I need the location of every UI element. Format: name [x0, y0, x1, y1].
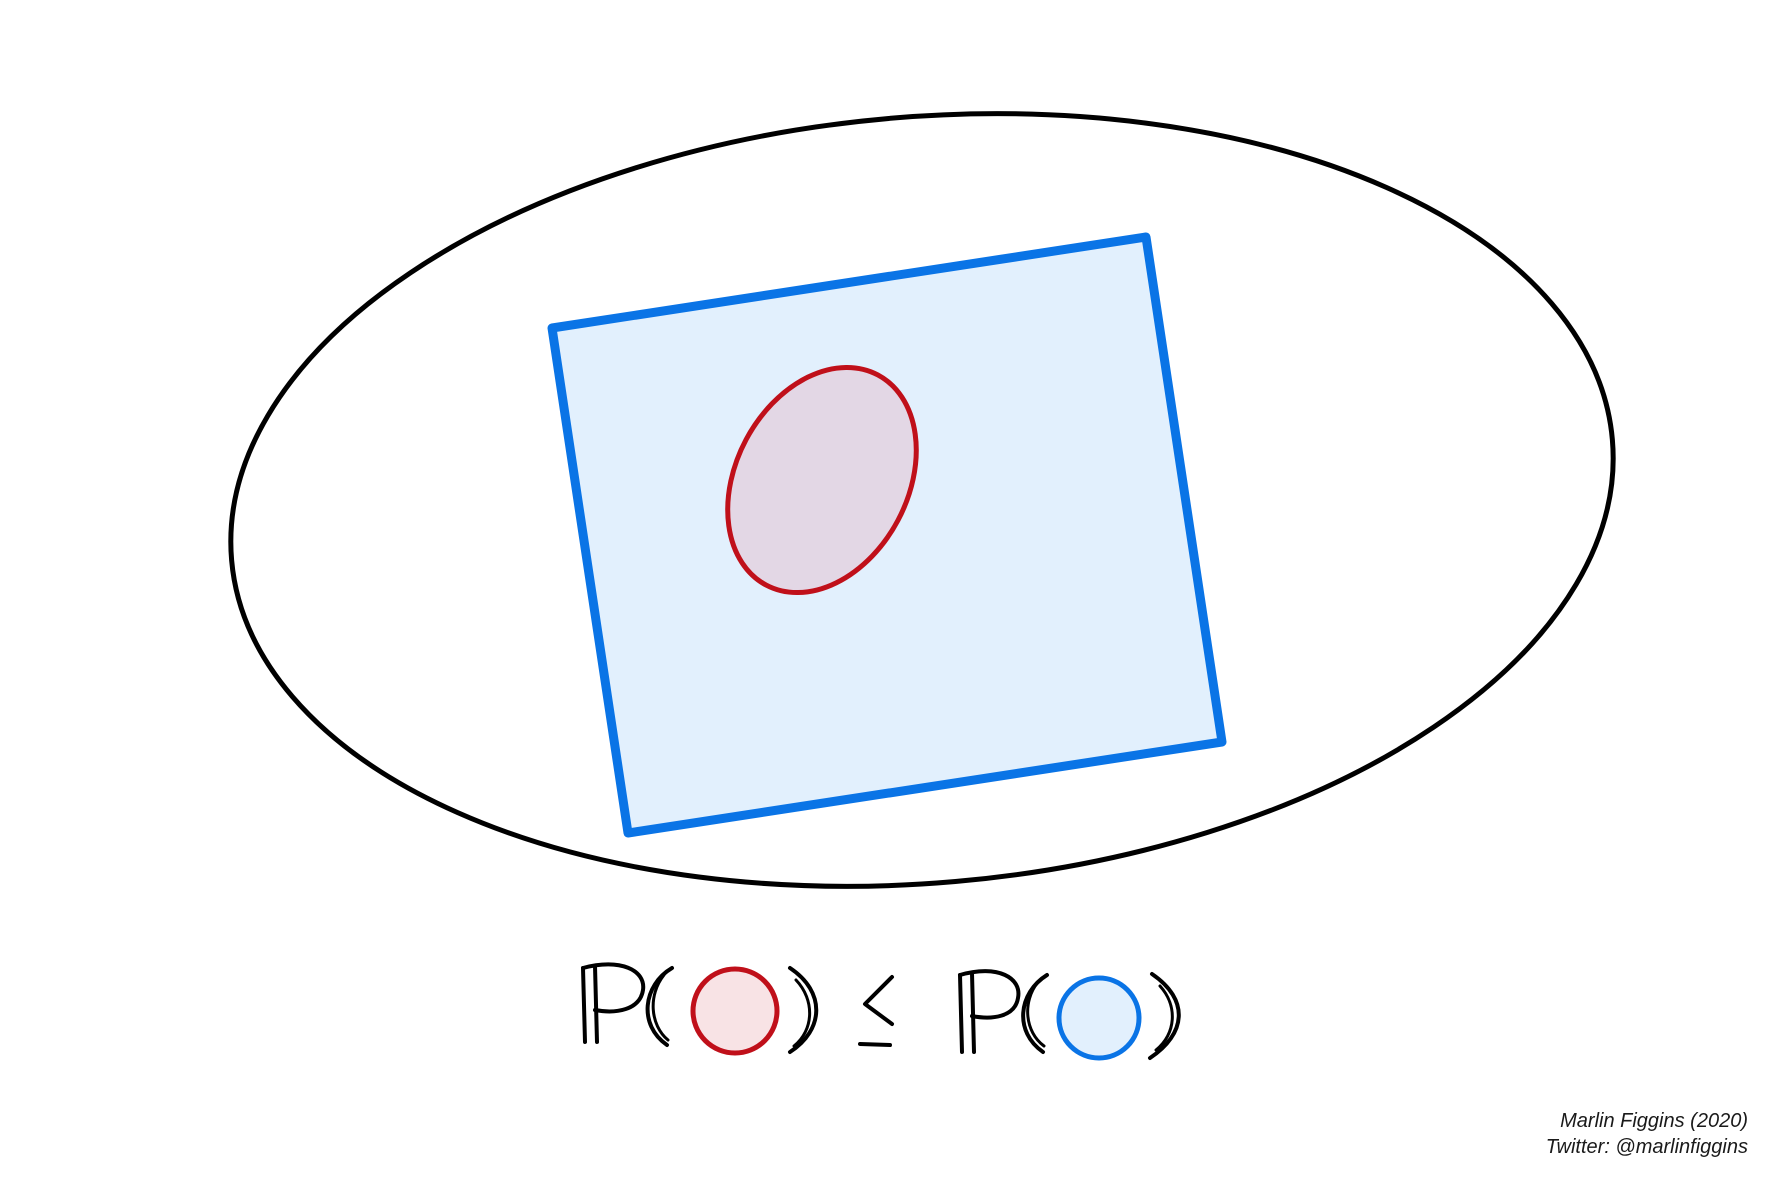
red-circle-icon [690, 966, 780, 1056]
credit-author-line: Marlin Figgins (2020) [1560, 1110, 1748, 1132]
paren-close-left-icon [788, 966, 819, 1054]
probability-symbol-right-icon [958, 969, 1021, 1054]
paren-close-right-icon [1148, 972, 1181, 1060]
probability-symbol-left-icon [581, 962, 646, 1044]
author-credit: Marlin Figgins (2020) Twitter: @marlinfi… [1546, 1108, 1748, 1160]
inequality-formula [581, 962, 1181, 1060]
sample-space-ellipse [228, 111, 1616, 889]
credit-twitter-line: Twitter: @marlinfiggins [1545, 1136, 1748, 1158]
blue-circle-icon [1056, 975, 1142, 1061]
red-event-ellipse [725, 364, 919, 596]
less-than-or-equal-icon [858, 975, 894, 1047]
